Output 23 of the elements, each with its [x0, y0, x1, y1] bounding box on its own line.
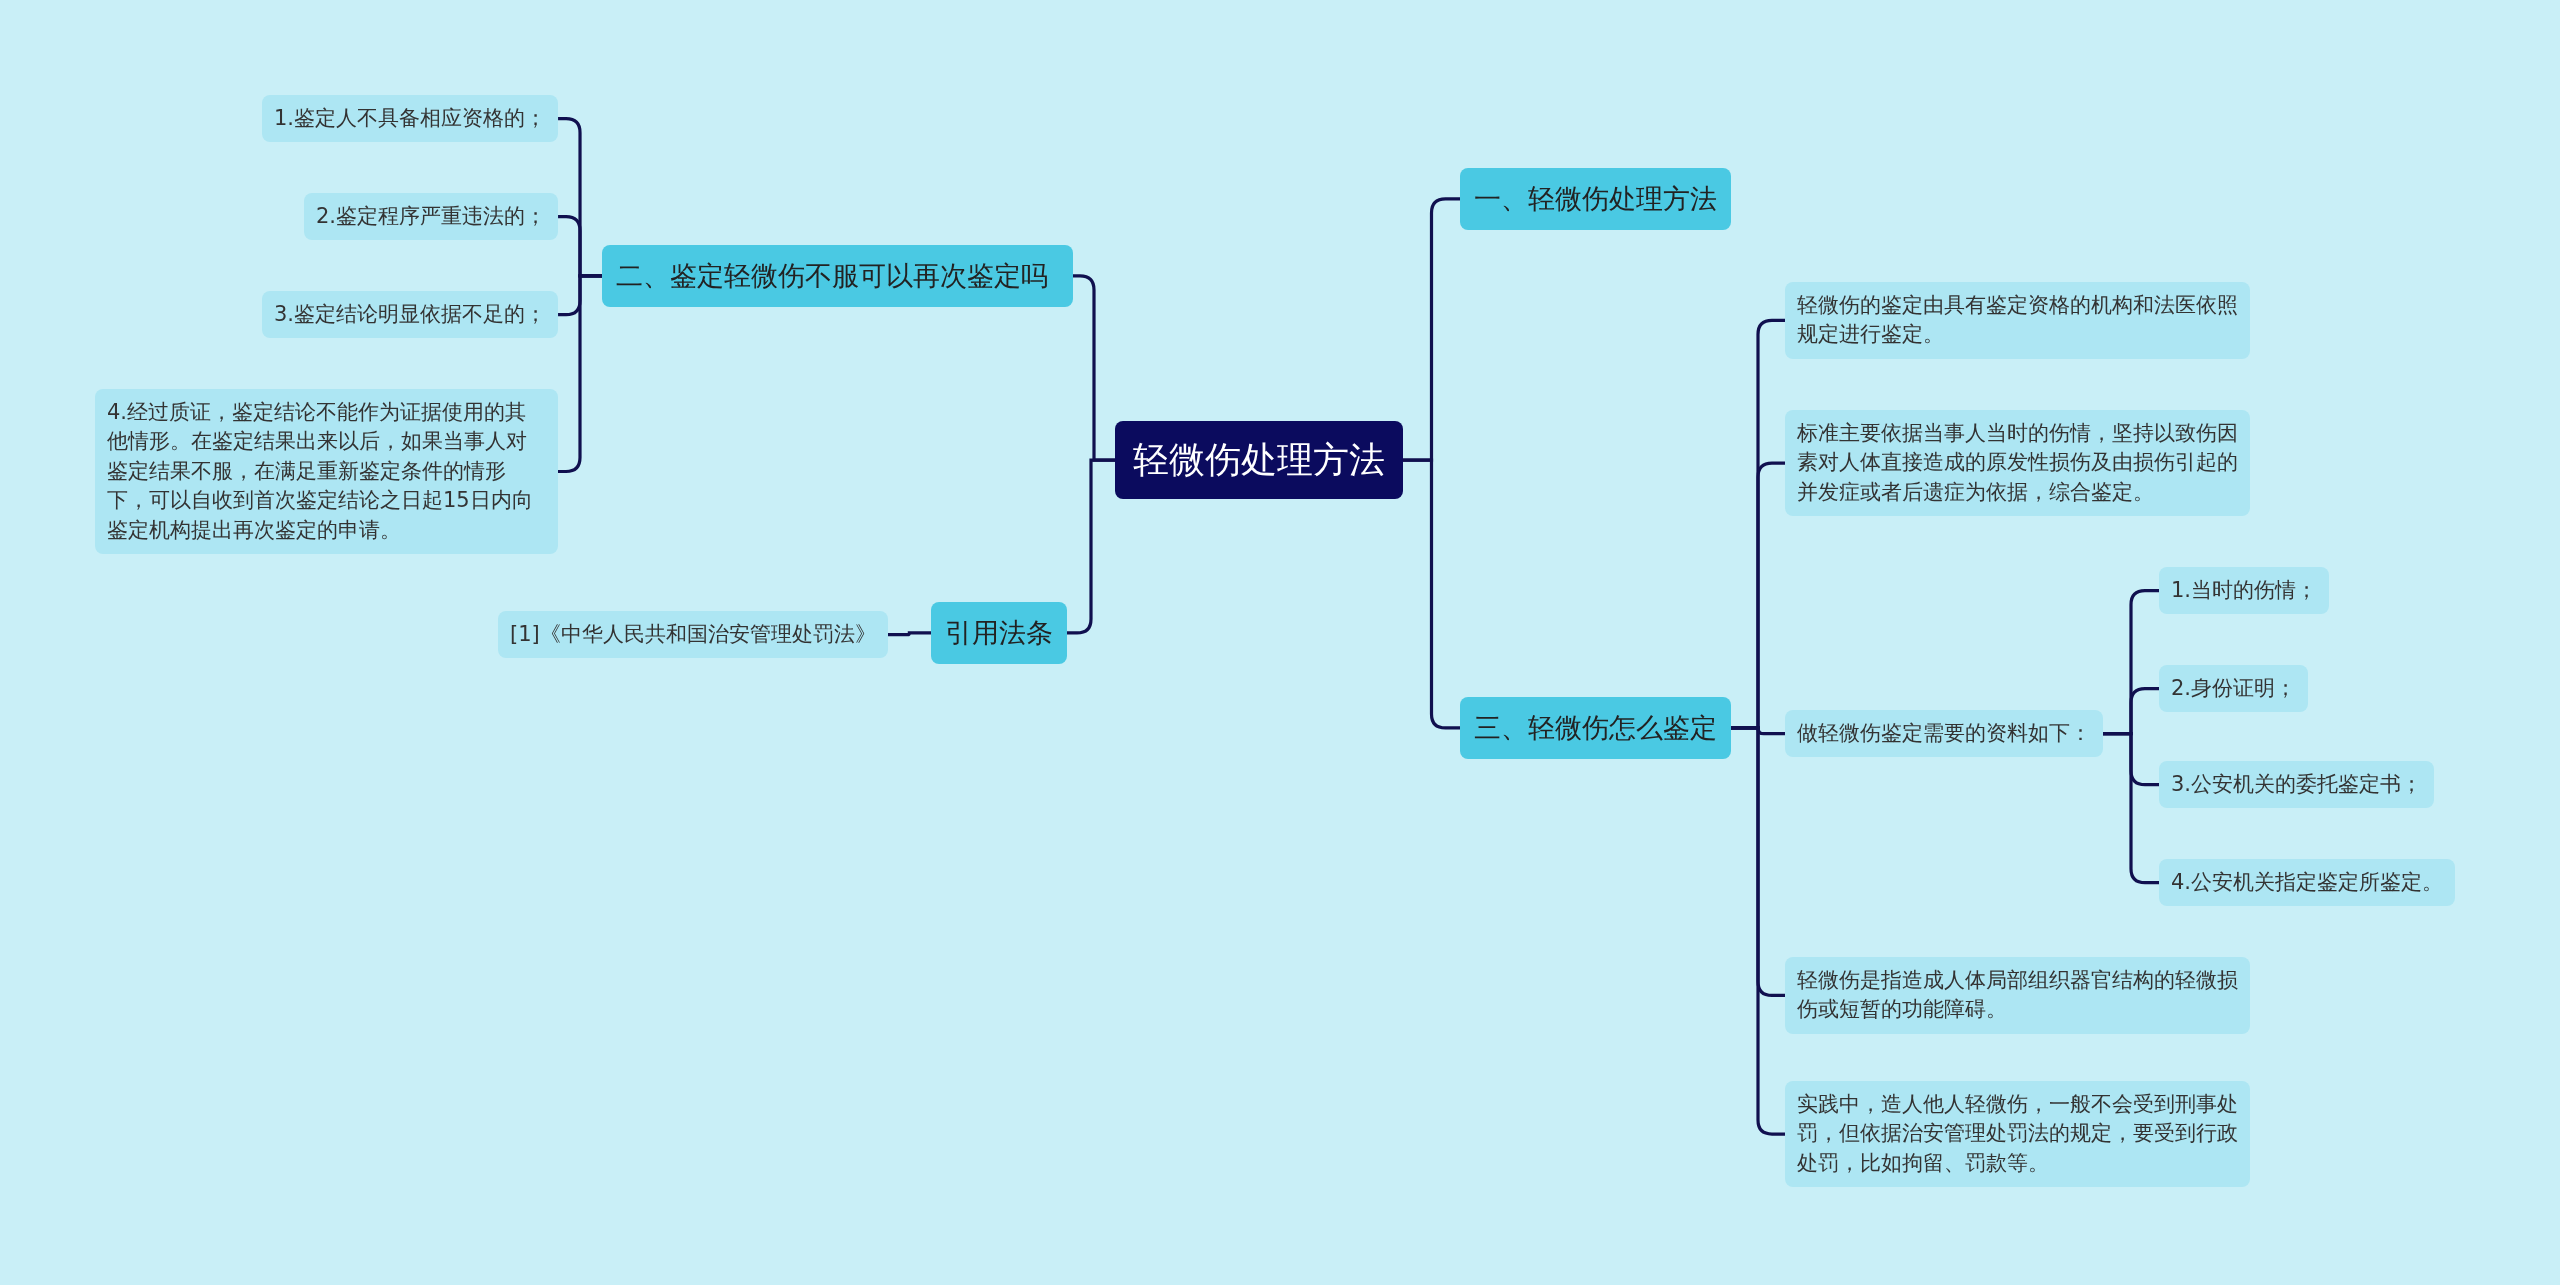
topic-box: 二、鉴定轻微伤不服可以再次鉴定吗	[602, 245, 1073, 307]
connector-line	[1731, 726, 1785, 1136]
subtopic-box: 4.公安机关指定鉴定所鉴定。	[2159, 859, 2456, 907]
connector-line	[1067, 458, 1115, 635]
connector-line	[887, 631, 931, 637]
connector-line	[558, 274, 602, 474]
subtopic-box: 做轻微伤鉴定需要的资料如下：	[1785, 710, 2103, 758]
subtopic-box: 轻微伤的鉴定由具有鉴定资格的机构和法医依照规定进行鉴定。	[1785, 282, 2250, 359]
subtopic-box: 轻微伤是指造成人体局部组织器官结构的轻微损伤或短暂的功能障碍。	[1785, 957, 2250, 1034]
subtopic-box: 1.当时的伤情；	[2159, 567, 2330, 615]
subtopic-box: 3.公安机关的委托鉴定书；	[2159, 761, 2435, 809]
subtopic-box: 3.鉴定结论明显依据不足的；	[262, 291, 559, 339]
subtopic-box: 标准主要依据当事人当时的伤情，坚持以致伤因素对人体直接造成的原发性损伤及由损伤引起的并发症或者后遗症为依据，综合鉴定。	[1785, 410, 2250, 517]
subtopic-box: 4.经过质证，鉴定结论不能作为证据使用的其他情形。在鉴定结果出来以后，如果当事人对鉴定结果不服，在满足重新鉴定条件的情形下，可以自收到首次鉴定结论之日起15日内向鉴定机构提出再次鉴定的申请。	[95, 389, 558, 554]
subtopic-box: 2.鉴定程序严重违法的；	[304, 193, 559, 241]
topic-box: 三、轻微伤怎么鉴定	[1460, 697, 1731, 759]
topic-box: 一、轻微伤处理方法	[1460, 168, 1731, 230]
subtopic-box: 2.身份证明；	[2159, 665, 2309, 713]
topic-box: 引用法条	[931, 602, 1067, 664]
central-topic-box: 轻微伤处理方法	[1115, 421, 1403, 500]
subtopic-box: 实践中，造人他人轻微伤，一般不会受到刑事处罚，但依据治安管理处罚法的规定，要受到行政处罚，比如拘留、罚款等。	[1785, 1081, 2250, 1188]
subtopic-box: [1]《中华人民共和国治安管理处罚法》	[498, 611, 888, 659]
subtopic-box: 1.鉴定人不具备相应资格的；	[262, 95, 559, 143]
